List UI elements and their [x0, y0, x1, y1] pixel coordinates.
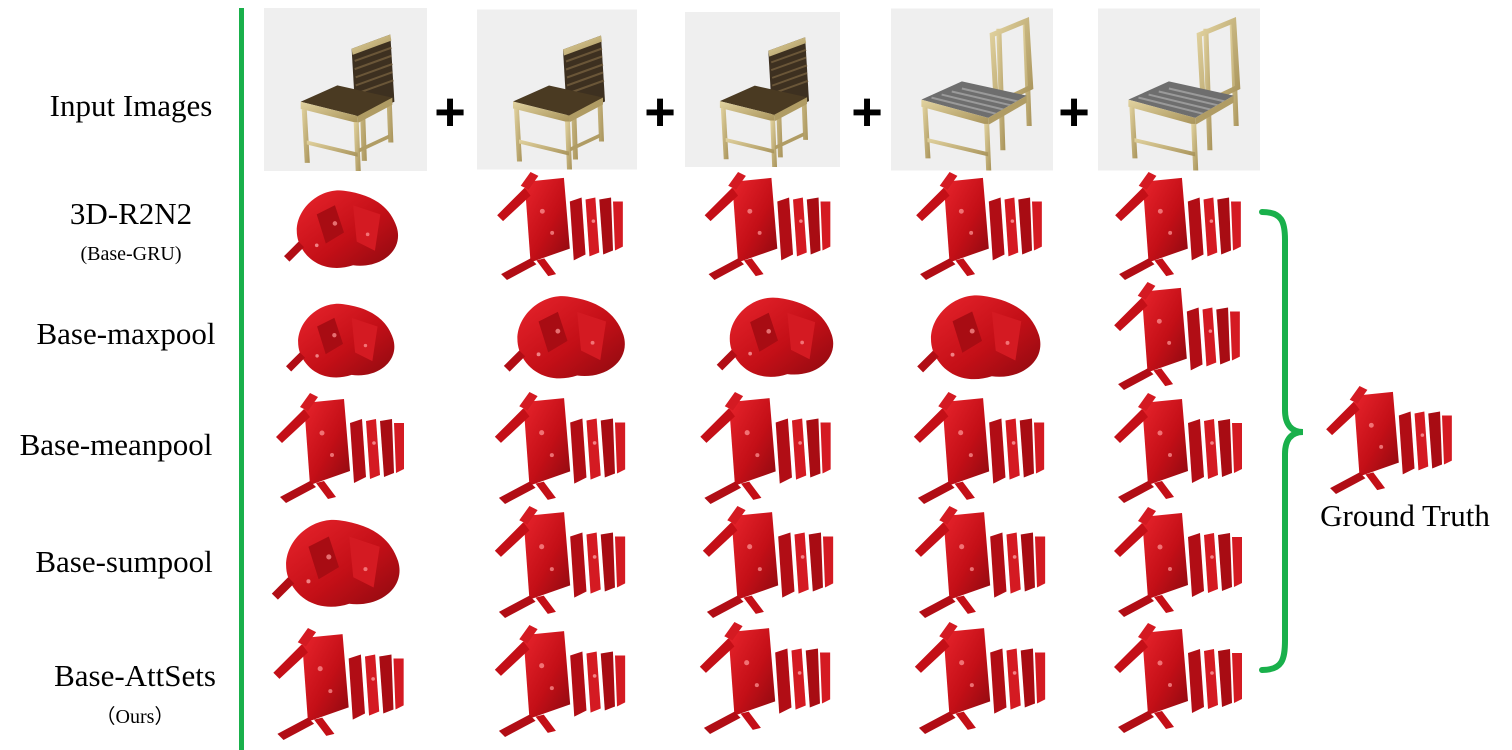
- voxel-meanpool-2: [494, 392, 626, 504]
- input-image-3: [685, 10, 840, 169]
- vertical-divider: [239, 8, 244, 750]
- voxel-maxpool-3: [716, 297, 834, 377]
- voxel-attsets-5: [1114, 623, 1242, 733]
- voxel-sumpool-4: [914, 506, 1046, 618]
- voxel-r2n2-4: [916, 172, 1042, 280]
- voxel-maxpool-4: [917, 295, 1041, 380]
- row-labels: Input Images 3D-R2N2 (Base-GRU) Base-max…: [20, 88, 216, 728]
- reconstruction-grid: [271, 172, 1242, 740]
- voxel-sumpool-3: [702, 506, 834, 618]
- plus-signs: + + + +: [434, 82, 1090, 142]
- voxel-r2n2-1: [284, 190, 399, 268]
- voxel-sumpool-5: [1114, 507, 1242, 617]
- plus-sign-4: +: [1058, 82, 1090, 142]
- voxel-meanpool-5: [1114, 393, 1242, 503]
- input-image-1: [264, 8, 427, 171]
- input-images-row: [264, 8, 1260, 171]
- plus-sign-3: +: [851, 82, 883, 142]
- ground-truth-voxel: [1326, 386, 1452, 494]
- voxel-attsets-4: [914, 622, 1046, 734]
- input-image-5: [1098, 9, 1260, 171]
- voxel-r2n2-3: [704, 172, 831, 280]
- voxel-sumpool-2: [494, 506, 626, 618]
- row-label-3d-r2n2: 3D-R2N2: [70, 196, 192, 231]
- voxel-r2n2-2: [497, 172, 623, 280]
- input-image-2: [477, 8, 637, 171]
- voxel-meanpool-4: [913, 392, 1045, 504]
- row-label-input-images: Input Images: [50, 88, 213, 123]
- row-label-base-sumpool: Base-sumpool: [35, 544, 212, 579]
- row-sublabel-ours: （Ours）: [96, 705, 175, 728]
- voxel-r2n2-5: [1115, 172, 1241, 280]
- voxel-meanpool-1: [276, 393, 404, 503]
- ground-truth-label: Ground Truth: [1320, 498, 1490, 533]
- voxel-maxpool-5: [1114, 282, 1240, 390]
- row-label-base-maxpool: Base-maxpool: [36, 316, 215, 351]
- input-image-4: [891, 9, 1053, 171]
- ground-truth-brace: [1259, 209, 1304, 673]
- row-label-base-attsets: Base-AttSets: [54, 658, 216, 693]
- voxel-meanpool-3: [700, 392, 831, 504]
- row-sublabel-base-gru: (Base-GRU): [80, 243, 181, 265]
- voxel-attsets-1: [273, 628, 404, 740]
- row-label-base-meanpool: Base-meanpool: [20, 427, 213, 462]
- plus-sign-1: +: [434, 82, 466, 142]
- plus-sign-2: +: [644, 82, 676, 142]
- voxel-maxpool-2: [503, 296, 625, 379]
- voxel-attsets-3: [699, 622, 831, 734]
- voxel-maxpool-1: [286, 303, 395, 378]
- voxel-sumpool-1: [271, 519, 400, 607]
- voxel-attsets-2: [494, 625, 626, 737]
